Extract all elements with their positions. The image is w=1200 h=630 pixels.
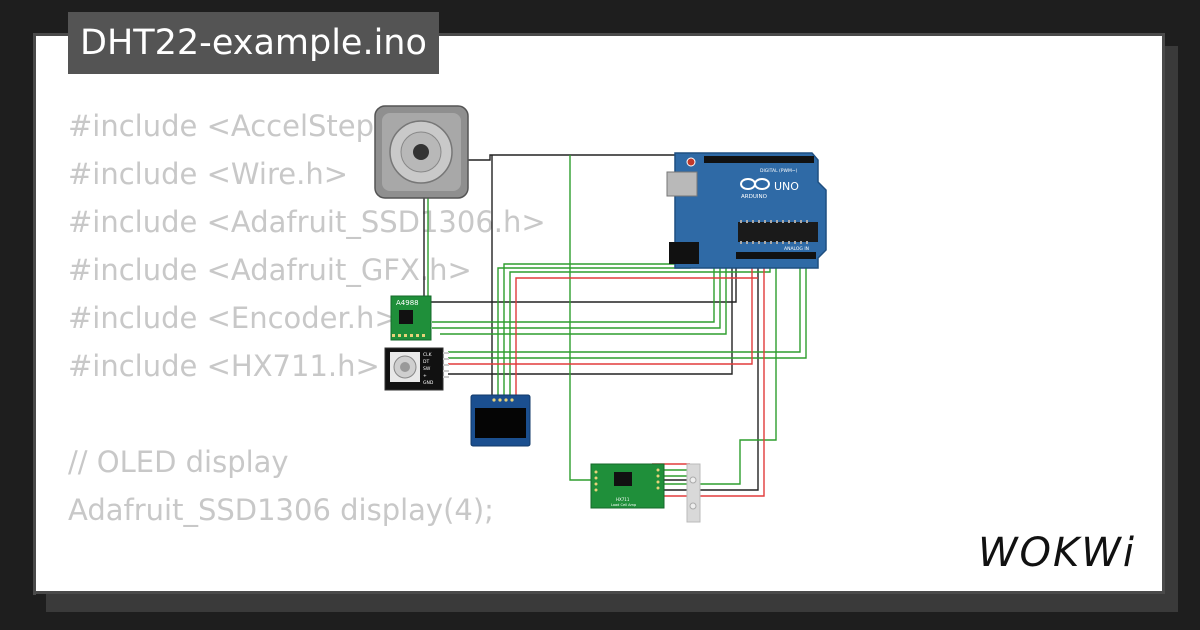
- stepper-motor: [374, 105, 469, 199]
- driver-label: A4988: [396, 299, 419, 307]
- encoder-pin-gnd: GND: [423, 380, 434, 386]
- oled-display: [470, 394, 531, 447]
- power-jack: [669, 242, 699, 264]
- board-brand: ARDUINO: [741, 194, 768, 200]
- bottom-shadow: [46, 594, 1178, 612]
- wire-green: [448, 262, 807, 359]
- wire-green: [448, 262, 801, 353]
- code-line: #include <Wire.h>: [68, 157, 349, 191]
- card-bottom-border: [33, 591, 1165, 594]
- encoder-pin-dt: DT: [423, 359, 429, 365]
- code-line: #include <Adafruit_SSD1306.h>: [68, 205, 546, 239]
- encoder-pin-vcc: +: [423, 373, 427, 379]
- atmega-chip: [738, 222, 818, 242]
- hx711-label: HX711: [616, 497, 630, 502]
- project-title-tab: DHT22-example.ino: [68, 12, 439, 74]
- reset-button: [686, 157, 696, 167]
- wire-green: [569, 155, 592, 481]
- arduino-infinity-icon: [740, 178, 770, 190]
- arduino-uno: UNO ARDUINO DIGITAL (PWM~) ANALOG IN: [666, 152, 827, 269]
- hx711-module: HX711 Load Cell Amp: [590, 463, 665, 509]
- wokwi-logo-text: WOKWi: [978, 530, 1136, 576]
- encoder-pin-clk: CLK: [423, 352, 433, 358]
- wire-red: [650, 262, 765, 497]
- digital-header-label: DIGITAL (PWM~): [760, 168, 798, 174]
- board-model: UNO: [774, 180, 799, 193]
- rotary-encoder: CLK DT SW + GND: [384, 347, 449, 391]
- wire-black: [448, 250, 733, 375]
- wire-green: [650, 262, 777, 485]
- wire-black: [650, 262, 759, 491]
- digital-header: [704, 156, 814, 163]
- load-cell: [686, 463, 701, 523]
- analog-header-label: ANALOG IN: [784, 246, 809, 252]
- wokwi-logo: WOKWi: [978, 530, 1136, 576]
- code-line: #include <Encoder.h>: [68, 301, 399, 335]
- encoder-pin-sw: SW: [423, 366, 431, 372]
- code-line: #include <HX711.h>: [68, 349, 380, 383]
- a4988-driver: A4988: [390, 295, 432, 341]
- code-line: Adafruit_SSD1306 display(4);: [68, 493, 494, 527]
- usb-port: [666, 171, 698, 197]
- analog-header: [736, 252, 816, 259]
- hx711-sublabel: Load Cell Amp: [611, 503, 637, 507]
- code-line: // OLED display: [68, 445, 289, 479]
- wire-red: [448, 262, 753, 365]
- wire-red: [515, 277, 758, 395]
